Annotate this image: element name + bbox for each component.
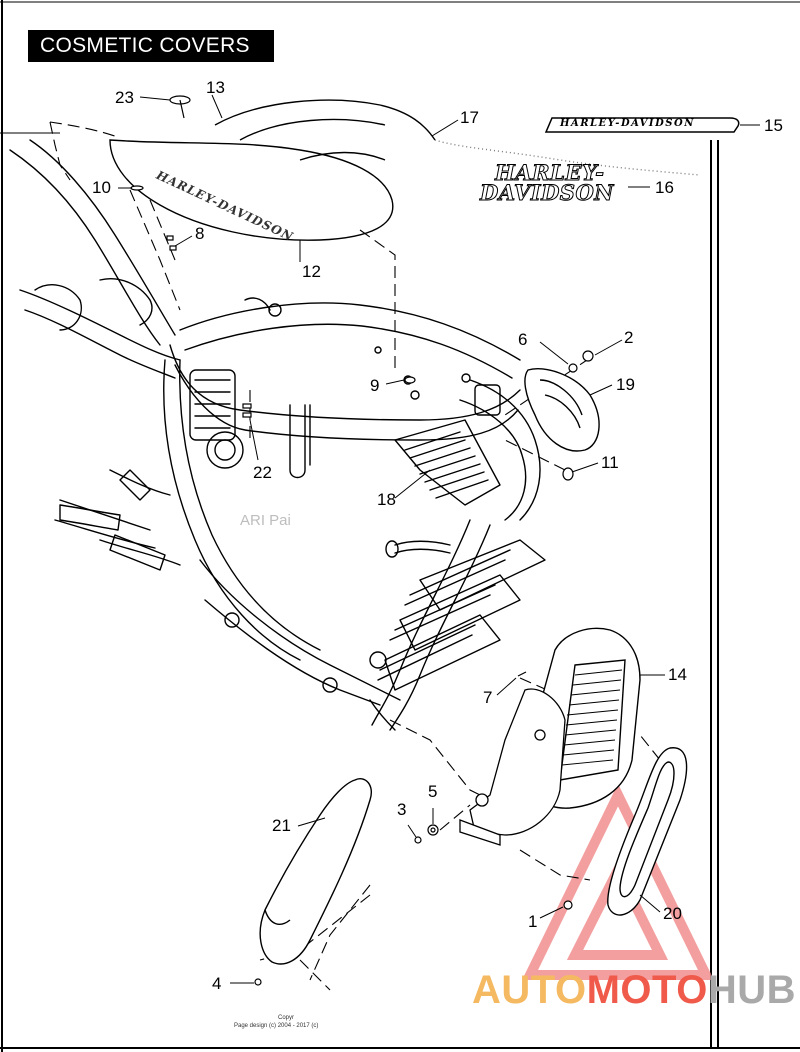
emblem-15-text: HARLEY-DAVIDSON [560, 118, 695, 129]
watermark-text: ARI Pai [240, 512, 291, 529]
callout-3: 3 [397, 800, 407, 819]
tank-cover-outline [109, 139, 394, 241]
callout-1: 1 [528, 912, 538, 931]
cover-21 [259, 778, 372, 965]
emblem-15-outline [544, 117, 740, 133]
callout-15: 15 [764, 116, 783, 135]
callout-5: 5 [428, 782, 438, 801]
callout-18: 18 [377, 490, 396, 509]
callout-6: 6 [518, 330, 528, 349]
callout-2: 2 [624, 328, 634, 347]
emblem-16-line2: DAVIDSON [480, 180, 614, 206]
copyright-line-1: Copyr [278, 1015, 295, 1021]
automotohub-logo: AUTOMOTOHUB [472, 968, 796, 1013]
logo-part-moto: MOTO [586, 968, 708, 1012]
callout-19: 19 [616, 375, 635, 394]
callout-13: 13 [206, 78, 225, 97]
emblem-16-line1: HARLEY- [494, 160, 605, 186]
callout-17: 17 [460, 108, 479, 127]
side-cover-19 [524, 368, 600, 452]
callout-10: 10 [92, 178, 111, 197]
callout-9: 9 [370, 376, 380, 395]
callout-4: 4 [212, 974, 222, 993]
callout-14: 14 [668, 665, 687, 684]
callout-11: 11 [601, 453, 619, 472]
page-title: COSMETIC COVERS [28, 30, 274, 62]
callout-16: 16 [655, 178, 674, 197]
copyright-line-2: Page design (c) 2004 - 2017 (c) [234, 1023, 319, 1029]
callout-7: 7 [483, 688, 493, 707]
trim-20 [607, 747, 688, 916]
callout-12: 12 [302, 262, 321, 281]
logo-part-hub: HUB [707, 968, 797, 1012]
callout-22: 22 [253, 463, 272, 482]
logo-part-auto: AUTO [472, 968, 587, 1012]
callout-20: 20 [663, 904, 682, 923]
callout-21: 21 [272, 816, 291, 835]
callout-23: 23 [115, 88, 134, 107]
watermark-triangle [521, 783, 715, 980]
callout-8: 8 [195, 224, 205, 243]
